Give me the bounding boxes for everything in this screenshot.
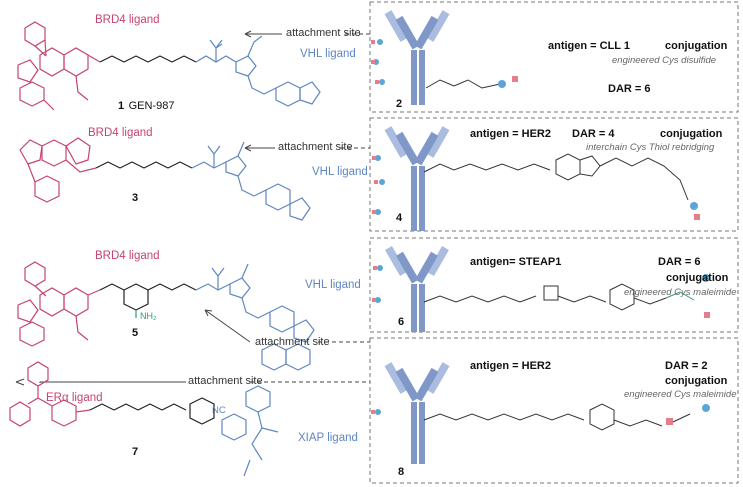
panel-6-dar: DAR = 6 xyxy=(658,256,701,268)
compound-3-structure xyxy=(19,137,311,221)
compound-7-era-label: ERα ligand xyxy=(46,392,103,404)
antibody-4 xyxy=(372,126,700,231)
compound-7-structure xyxy=(9,343,311,477)
panel-4-conjugation-detail: interchain Cys Thiol rebridging xyxy=(586,142,715,153)
attachment-arrow-5 xyxy=(204,309,251,343)
panel-8-antigen: antigen = HER2 xyxy=(470,360,551,372)
panel-border-4 xyxy=(369,117,739,232)
panel-6-number: 6 xyxy=(398,316,405,328)
compound-5-structure xyxy=(17,261,315,347)
compound-1-name: GEN-987 xyxy=(128,100,175,112)
compound-3-attachment-label: attachment site xyxy=(278,141,353,153)
panel-border-8 xyxy=(369,337,739,484)
compound-7-nitrile-label: NC xyxy=(212,405,226,416)
compound-1-number: 1 xyxy=(118,100,125,112)
panel-2-antigen: antigen = CLL 1 xyxy=(548,40,631,52)
compound-7-number: 7 xyxy=(132,446,139,458)
panel-8-dar: DAR = 2 xyxy=(665,360,708,372)
compound-5-brd4-label: BRD4 ligand xyxy=(95,250,160,262)
compound-7-attachment-label: attachment site xyxy=(188,375,263,387)
antibody-6 xyxy=(372,246,710,332)
panel-8-conjugation-detail: engineered Cys maleimide xyxy=(624,389,737,400)
compound-3-brd4-label: BRD4 ligand xyxy=(88,127,153,139)
panel-4-antigen: antigen = HER2 xyxy=(470,128,551,140)
compound-3-number: 3 xyxy=(132,192,139,204)
panel-2-conjugation-detail: engineered Cys disulfide xyxy=(612,55,717,66)
compound-1-attachment-label: attachment site xyxy=(286,27,361,39)
panel-8-number: 8 xyxy=(398,466,405,478)
compound-1-vhl-label: VHL ligand xyxy=(300,48,356,60)
compound-3-vhl-label: VHL ligand xyxy=(312,166,368,178)
panel-4-dar: DAR = 4 xyxy=(572,128,615,140)
compound-1-structure xyxy=(17,21,321,111)
compound-5-attachment-label: attachment site xyxy=(255,336,330,348)
compound-7-xiap-label: XIAP ligand xyxy=(298,432,358,444)
compound-5-amine-label: NH₂ xyxy=(140,311,157,321)
panel-8-conjugation: conjugation xyxy=(665,375,728,387)
compound-1-caption: 1 GEN-987 xyxy=(118,96,174,114)
panel-6-conjugation: conjugation xyxy=(666,272,729,284)
antibody-8 xyxy=(371,362,710,464)
compound-5-vhl-label: VHL ligand xyxy=(305,279,361,291)
panel-border-6 xyxy=(369,237,739,333)
compound-5-number: 5 xyxy=(132,327,139,339)
panel-2-conjugation: conjugation xyxy=(665,40,728,52)
attachment-arrow-7 xyxy=(15,378,25,386)
panel-border-2 xyxy=(369,1,739,113)
panel-borders xyxy=(369,1,739,484)
antibody-2 xyxy=(371,10,518,105)
panel-6-conjugation-detail: engineered Cys maleimide xyxy=(624,287,737,298)
panel-2-number: 2 xyxy=(396,98,403,110)
panel-4-conjugation: conjugation xyxy=(660,128,723,140)
panel-4-number: 4 xyxy=(396,212,403,224)
panel-6-antigen: antigen= STEAP1 xyxy=(470,256,562,268)
panel-2-dar: DAR = 6 xyxy=(608,83,651,95)
compound-1-brd4-label: BRD4 ligand xyxy=(95,14,160,26)
